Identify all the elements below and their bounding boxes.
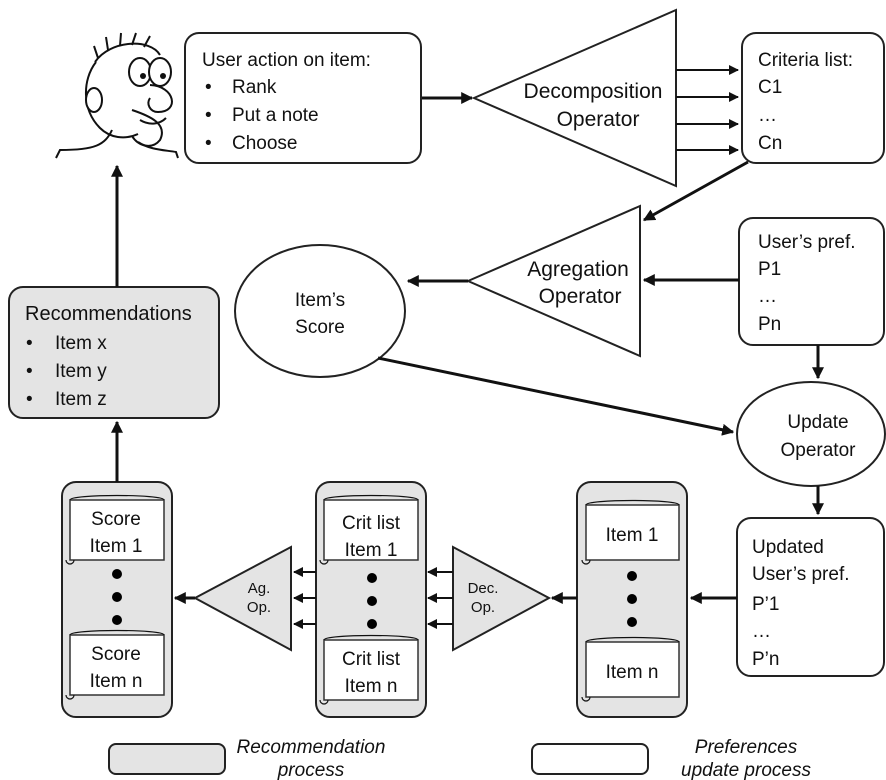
recommendations-box: Recommendations • Item x • Item y • Item… (8, 286, 220, 419)
bullet: • (205, 77, 212, 98)
update-operator-node: Update Operator (736, 381, 886, 487)
decomposition-operator: Decomposition Operator (471, 8, 677, 188)
agregation-operator: Agregation Operator (465, 204, 641, 358)
updated-pref-ellipsis: … (752, 621, 771, 642)
user-action-title: User action on item: (202, 50, 371, 71)
crit-top-label-2: Item 1 (345, 540, 398, 561)
update-label-1: Update (787, 412, 848, 433)
updated-pref-last: P’n (752, 649, 779, 670)
recommendation-item: Item z (55, 389, 107, 410)
item-stack: Item 1 Item n (576, 481, 688, 718)
user-action-item: Rank (232, 77, 277, 98)
ellipsis-dot (627, 571, 637, 581)
bullet: • (205, 133, 212, 154)
legend-swatch-recommendation (108, 743, 226, 775)
legend-recommendation-label-1: Recommendation (237, 737, 386, 758)
criteria-list-box: Criteria list: C1 … Cn (741, 32, 885, 164)
dec-op-operator: Dec. Op. (452, 545, 552, 652)
item-top-label: Item 1 (606, 525, 659, 546)
score-bottom-label-1: Score (91, 644, 141, 665)
pref-first: P1 (758, 259, 781, 280)
item-score-node: Item’s Score (234, 244, 406, 378)
ellipsis-dot (112, 592, 122, 602)
user-action-item: Put a note (232, 105, 319, 126)
user-action-box: User action on item: • Rank • Put a note… (184, 32, 422, 164)
scroll-icon (69, 634, 165, 696)
ellipsis-dot (112, 569, 122, 579)
ag-op-label-1: Ag. (248, 580, 271, 597)
dec-op-label-1: Dec. (468, 580, 499, 597)
score-bottom-label-2: Item n (90, 671, 143, 692)
ellipsis-dot (627, 594, 637, 604)
agregation-label-2: Operator (539, 285, 622, 308)
score-top-label-1: Score (91, 509, 141, 530)
user-action-item: Choose (232, 133, 298, 154)
crit-list-stack: Crit list Item 1 Crit list Item n (315, 481, 427, 718)
bullet: • (205, 105, 212, 126)
criteria-title: Criteria list: (758, 50, 853, 71)
criteria-last: Cn (758, 133, 782, 154)
legend-preferences-label-2: update process (681, 760, 811, 780)
ag-op-operator: Ag. Op. (192, 545, 292, 652)
recommendations-title: Recommendations (25, 303, 192, 325)
score-stack: Score Item 1 Score Item n (61, 481, 173, 718)
recommendation-item: Item x (55, 333, 107, 354)
item-bottom-label: Item n (606, 662, 659, 683)
updated-pref-first: P’1 (752, 594, 779, 615)
pref-ellipsis: … (758, 286, 777, 307)
scroll-icon (69, 499, 165, 561)
crit-top-label-1: Crit list (342, 513, 401, 534)
item-score-label-2: Score (295, 317, 345, 338)
scroll-icon (585, 641, 680, 698)
updated-pref-line2: User’s pref. (752, 564, 850, 585)
pref-title: User’s pref. (758, 232, 856, 253)
ellipsis-dot (367, 619, 377, 629)
decomposition-label-1: Decomposition (524, 80, 663, 103)
thinking-user-icon (55, 32, 179, 159)
update-label-2: Operator (781, 440, 857, 461)
arrow (642, 160, 749, 222)
pref-last: Pn (758, 314, 781, 335)
legend: Recommendation process Preferences updat… (108, 737, 811, 780)
decomposition-label-2: Operator (557, 108, 640, 131)
ellipsis-dot (367, 573, 377, 583)
ellipsis-dot (112, 615, 122, 625)
bullet: • (26, 361, 33, 382)
legend-swatch-preferences (531, 743, 649, 775)
scroll-icon (323, 499, 419, 561)
legend-preferences-label-1: Preferences (695, 737, 798, 758)
ellipsis-dot (627, 617, 637, 627)
scroll-icon (585, 504, 680, 561)
ellipsis-dot (367, 596, 377, 606)
updated-pref-line1: Updated (752, 537, 824, 558)
updated-pref-box: Updated User’s pref. P’1 … P’n (736, 517, 885, 677)
crit-bottom-label-2: Item n (345, 676, 398, 697)
bullet: • (26, 333, 33, 354)
connectors (111, 65, 824, 629)
crit-bottom-label-1: Crit list (342, 649, 401, 670)
legend-recommendation-label-2: process (277, 760, 345, 780)
dec-op-label-2: Op. (471, 599, 495, 616)
bullet: • (26, 389, 33, 410)
user-pref-box: User’s pref. P1 … Pn (738, 217, 885, 346)
ag-op-label-2: Op. (247, 599, 271, 616)
recommendation-item: Item y (55, 361, 107, 382)
arrow (377, 356, 735, 436)
criteria-first: C1 (758, 77, 782, 98)
scroll-icon (323, 639, 419, 701)
criteria-ellipsis: … (758, 105, 777, 126)
item-score-label-1: Item’s (295, 290, 345, 311)
agregation-label-1: Agregation (527, 258, 629, 281)
score-top-label-2: Item 1 (90, 536, 143, 557)
